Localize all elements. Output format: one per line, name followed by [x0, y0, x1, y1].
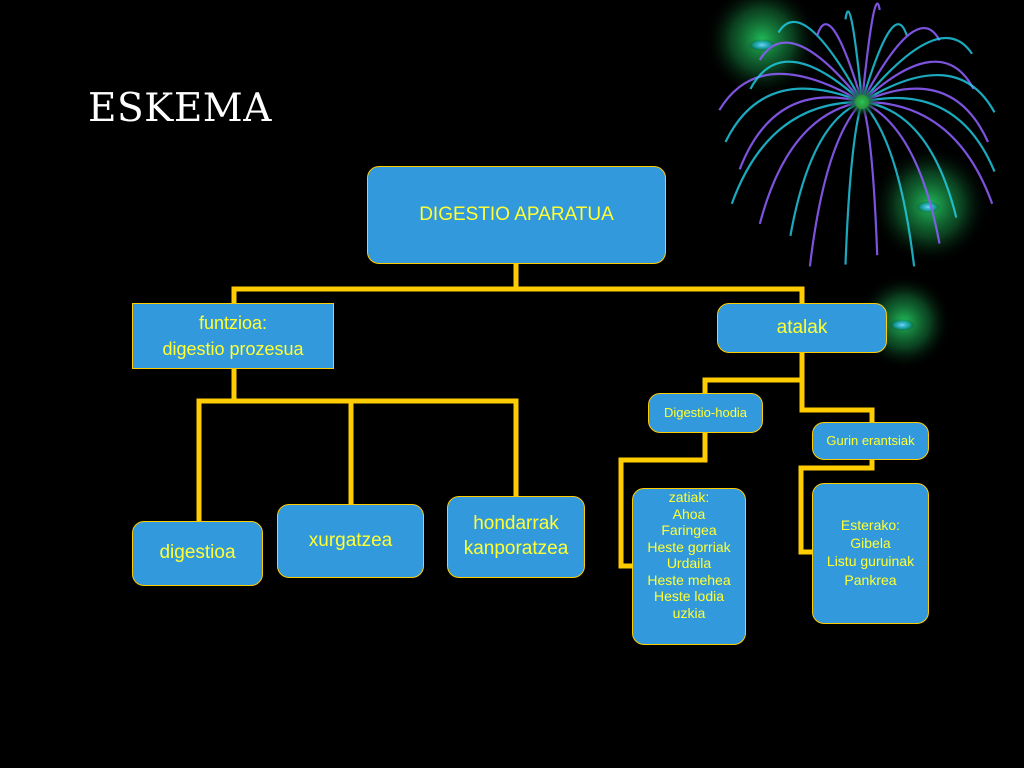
firework-burst-icon	[704, 0, 996, 370]
node-hondarrak-kanporatzea: hondarrak kanporatzea	[447, 496, 585, 578]
burst-ray	[844, 10, 864, 103]
burst-ray	[861, 100, 994, 205]
burst-ray	[758, 41, 863, 103]
burst-ray	[816, 23, 864, 103]
burst-ray	[724, 87, 863, 143]
connector-root	[231, 261, 805, 306]
node-xurgatzea: xurgatzea	[277, 504, 424, 578]
burst-ray	[861, 87, 990, 143]
burst-ray	[738, 96, 863, 170]
connector-funtzioa	[196, 366, 519, 524]
burst-ray	[861, 27, 941, 103]
node-esterako: Esterako: Gibela Listu guruinak Pankrea	[812, 483, 929, 624]
node-zatiak: zatiak: Ahoa Faringea Heste gorriak Urda…	[632, 488, 746, 645]
burst-ray	[860, 2, 881, 103]
burst-ray	[861, 37, 973, 103]
connector-atalak	[702, 350, 875, 425]
slide-title: ESKEMA	[88, 86, 272, 131]
burst-ray	[861, 60, 975, 103]
node-digestioa: digestioa	[132, 521, 263, 586]
connector-gurin	[798, 457, 875, 555]
node-digestio-aparatua: DIGESTIO APARATUA	[367, 166, 666, 264]
burst-ray	[730, 100, 863, 205]
burst-ray	[861, 96, 996, 173]
node-gurin-erantsiak: Gurin erantsiak	[812, 422, 929, 460]
burst-ray	[749, 60, 863, 103]
burst-ray	[861, 74, 996, 113]
connector-hodia	[618, 430, 708, 569]
node-atalak: atalak	[717, 303, 887, 353]
burst-ray	[777, 21, 863, 103]
burst-ray	[860, 23, 908, 103]
burst-ray	[718, 72, 863, 111]
node-digestio-hodia: Digestio-hodia	[648, 393, 763, 433]
burst-ray	[758, 100, 863, 225]
node-funtzioa: funtzioa: digestio prozesua	[132, 303, 334, 369]
